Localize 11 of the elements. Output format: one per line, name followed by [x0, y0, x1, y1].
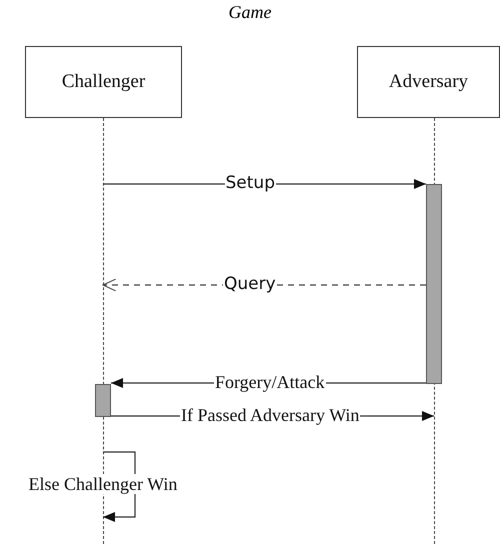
message-label: Setup: [224, 173, 276, 193]
diagram-title: Game: [228, 2, 272, 23]
activation-bar: [426, 184, 442, 384]
message-label: If Passed Adversary Win: [180, 405, 360, 425]
participant-box: [25, 46, 182, 118]
participant-box: [357, 46, 500, 118]
activation-bar: [95, 384, 111, 417]
message-label: Query: [223, 274, 277, 294]
participant-name: Challenger: [62, 71, 146, 93]
message-label: Else Challenger Win: [28, 474, 178, 494]
participant-name: Adversary: [388, 71, 468, 93]
